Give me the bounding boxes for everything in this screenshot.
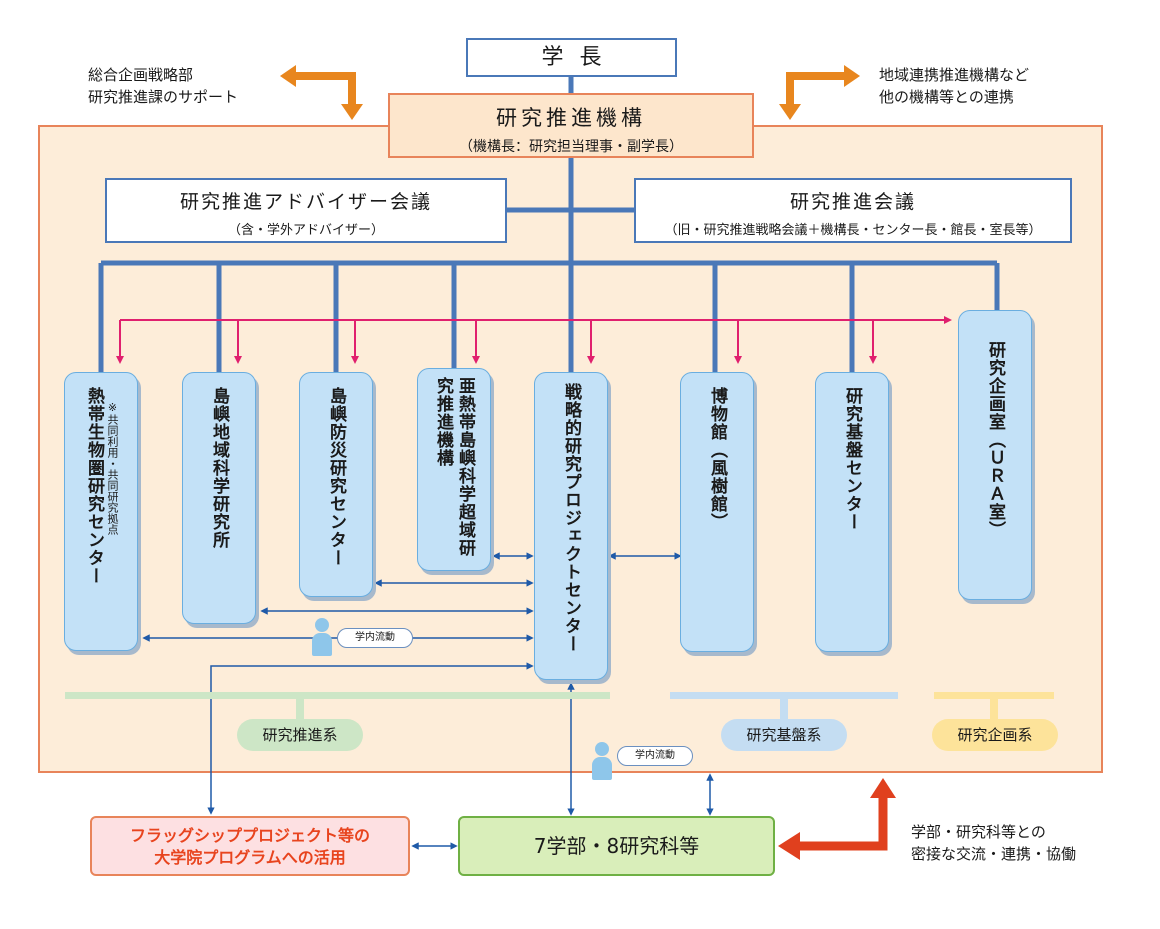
- president-box: 学長: [466, 38, 677, 77]
- faculties-box: 7学部・8研究科等: [458, 816, 775, 876]
- unit-tropical-biosphere-center: 熱帯生物圏研究センター ※共同利用・共同研究拠点: [64, 372, 138, 651]
- bus-drops: [98, 263, 1000, 374]
- left-top-arrow-tail: [280, 65, 296, 87]
- right-collaboration-note: 地域連携推進機構など 他の機構等との連携: [879, 64, 1029, 108]
- unit-label: 戦略的研究プロジェクトセンター: [561, 383, 581, 653]
- right-note-line-2: 他の機構等との連携: [879, 88, 1014, 106]
- unit-research-planning-office: 研究企画室（ＵＲＡ室）: [958, 310, 1032, 600]
- unit-subtropical-island-science: 亜熱帯島嶼科学超域研究推進機構: [417, 368, 491, 571]
- category-bars: [65, 692, 1054, 719]
- research-promotion-organization-box: 研究推進機構 （機構長：研究担当理事・副学長）: [388, 93, 754, 158]
- promotion-council-subtitle: （旧・研究推進戦略会議＋機構長・センター長・館長・室長等）: [664, 223, 1042, 238]
- unit-label: 島嶼地域科学研究所: [209, 387, 229, 549]
- right-top-arrow-tail: [844, 65, 860, 87]
- unit-label: 島嶼防災研究センター: [326, 387, 346, 567]
- flagship-line-1: フラッグシッププロジェクト等の: [129, 826, 370, 845]
- bottom-note-line-2: 密接な交流・連携・協働: [911, 845, 1077, 863]
- unit-research-infrastructure-center: 研究基盤センター: [815, 372, 889, 652]
- organization-subtitle: （機構長：研究担当理事・副学長）: [459, 139, 683, 155]
- promotion-council-name: 研究推進会議: [789, 191, 916, 213]
- category-research-infrastructure: 研究基盤系: [721, 719, 847, 751]
- unit-strategic-project-center: 戦略的研究プロジェクトセンター: [534, 372, 608, 680]
- organization-name: 研究推進機構: [496, 106, 646, 130]
- advisory-council-subtitle: （含・学外アドバイザー）: [227, 223, 384, 238]
- right-top-arrow-head: [779, 104, 801, 120]
- unit-label: 熱帯生物圏研究センター: [84, 387, 104, 585]
- president-label: 学長: [541, 45, 618, 70]
- unit-island-disaster-center: 島嶼防災研究センター: [299, 372, 373, 597]
- planning-drops: [116, 320, 877, 364]
- right-note-line-1: 地域連携推進機構など: [879, 66, 1030, 84]
- faculty-collaboration-note: 学部・研究科等との 密接な交流・連携・協働: [911, 821, 1076, 865]
- left-top-arrow-head: [341, 104, 363, 120]
- unit-museum: 博物館（風樹館）: [680, 372, 754, 652]
- flagship-line-2: 大学院プログラムへの活用: [154, 848, 346, 867]
- unit-note: ※共同利用・共同研究拠点: [106, 401, 119, 535]
- flagship-project-box: フラッグシッププロジェクト等の 大学院プログラムへの活用: [90, 816, 410, 876]
- unit-label: 博物館（風樹館）: [707, 387, 727, 531]
- person-icon: [591, 742, 613, 780]
- promotion-council-box: 研究推進会議 （旧・研究推進戦略会議＋機構長・センター長・館長・室長等）: [634, 178, 1072, 243]
- left-support-note: 総合企画戦略部 研究推進課のサポート: [88, 64, 238, 108]
- campus-mobility-label: 学内流動: [617, 746, 693, 766]
- bottom-bent-arrow: [800, 796, 888, 851]
- campus-mobility-label: 学内流動: [337, 628, 413, 648]
- advisory-council-name: 研究推進アドバイザー会議: [179, 191, 432, 213]
- advisory-council-box: 研究推進アドバイザー会議 （含・学外アドバイザー）: [105, 178, 507, 243]
- left-note-line-1: 総合企画戦略部: [88, 66, 194, 84]
- unit-label: 研究基盤センター: [842, 387, 862, 531]
- top-bent-arrows: [296, 72, 844, 110]
- unit-island-regional-science: 島嶼地域科学研究所: [182, 372, 256, 624]
- category-research-planning: 研究企画系: [932, 719, 1058, 751]
- unit-label: 研究企画室（ＵＲＡ室）: [985, 341, 1005, 539]
- person-icon: [311, 618, 333, 656]
- left-note-line-2: 研究推進課のサポート: [88, 88, 239, 106]
- category-research-promotion: 研究推進系: [237, 719, 363, 751]
- faculties-label: 7学部・8研究科等: [533, 834, 700, 858]
- bottom-note-line-1: 学部・研究科等との: [911, 823, 1046, 841]
- bottom-arrow-head-up: [870, 778, 896, 798]
- bottom-arrow-head-left: [778, 832, 800, 860]
- unit-label: 亜熱帯島嶼科学超域研究推進機構: [433, 377, 475, 557]
